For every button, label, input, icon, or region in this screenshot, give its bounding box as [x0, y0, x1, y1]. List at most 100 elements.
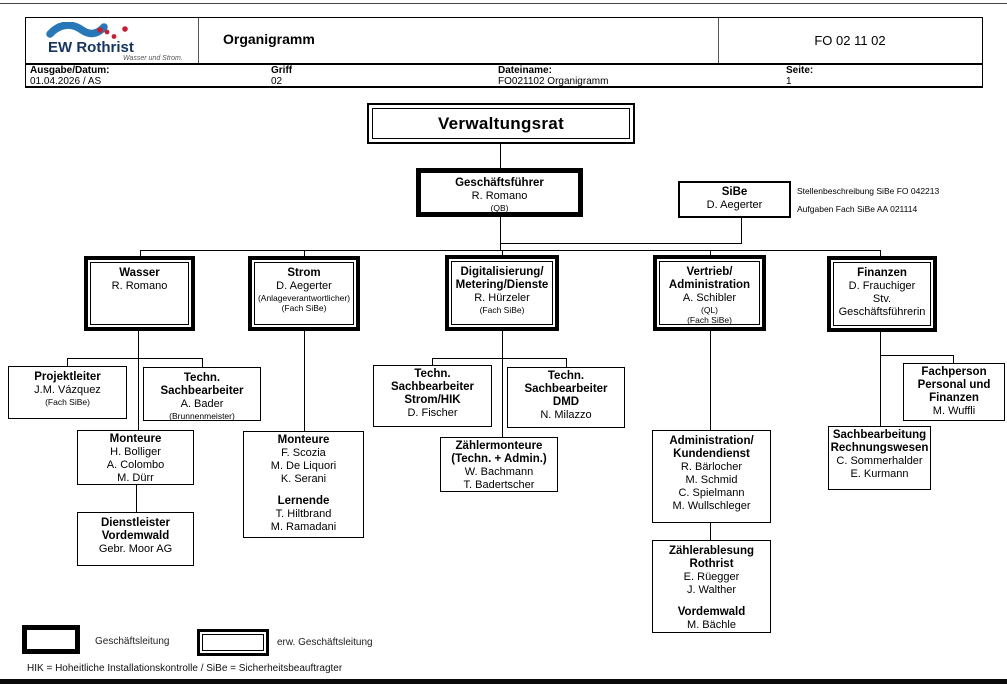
org-box-monteure-wasser: Monteure H. Bolliger A. Colombo M. Dürr: [77, 430, 194, 485]
connector-line: [710, 523, 711, 540]
box-title: Techn.: [183, 372, 221, 384]
box-name: M. Ramadani: [270, 521, 337, 533]
box-title: Techn.: [547, 370, 585, 382]
box-title: Strom/HIK: [404, 394, 461, 406]
header-cell-divider: [718, 18, 719, 63]
box-name: J.M. Vázquez: [34, 384, 101, 396]
connector-line: [432, 358, 433, 366]
box-note: (QL): [701, 305, 718, 315]
connector-line: [500, 217, 501, 250]
box-name: C. Spielmann: [678, 487, 745, 499]
box-title: Monteure: [277, 434, 330, 446]
connector-line: [136, 485, 137, 512]
box-name: A. Colombo: [106, 459, 165, 471]
box-name: F. Scozia: [281, 447, 326, 459]
connector-line: [500, 243, 742, 244]
org-box-vertrieb-administration: Vertrieb/ Administration A. Schibler (QL…: [653, 255, 766, 331]
org-box-dienstleister-vordemwald: Dienstleister Vordemwald Gebr. Moor AG: [77, 512, 194, 566]
company-logo: EW Rothrist Wasser und Strom.: [46, 22, 183, 62]
org-box-zaehlermonteure: Zählermonteure (Techn. + Admin.) W. Bach…: [440, 437, 558, 492]
box-name: R. Hürzeler: [474, 292, 530, 304]
document-number: FO 02 11 02: [814, 33, 886, 48]
connector-line: [502, 250, 503, 257]
legend-box-erw-geschaeftsleitung: [197, 629, 269, 656]
box-title: Fachperson: [921, 366, 987, 378]
box-title: Administration/: [669, 435, 754, 447]
box-name: M. Wuffli: [932, 405, 976, 417]
box-name: M. De Liquori: [270, 460, 337, 472]
box-title: Rothrist: [689, 558, 734, 570]
header-table: EW Rothrist Wasser und Strom. Organigram…: [25, 17, 983, 88]
field-value-ausgabe: 01.04.2026 / AS: [30, 76, 102, 87]
org-box-verwaltungsrat: Verwaltungsrat: [367, 103, 635, 144]
logo-name-text: EW Rothrist: [48, 39, 134, 56]
connector-line: [67, 358, 203, 359]
org-box-wasser: Wasser R. Romano: [84, 256, 195, 331]
box-title: Finanzen: [929, 392, 979, 404]
document-title: Organigramm: [223, 31, 315, 47]
box-note: (Fach SiBe): [281, 303, 327, 313]
box-name: A. Schibler: [682, 292, 737, 304]
spacer: [653, 597, 770, 606]
logo-dots-icon: [97, 26, 128, 39]
connector-line: [138, 331, 139, 430]
box-title: Vertrieb/: [686, 266, 733, 278]
box-title: Dienstleister: [100, 517, 171, 529]
box-title: Strom: [287, 267, 321, 279]
box-note: (Anlageverantwortlicher): [257, 293, 351, 303]
org-box-strom: Strom D. Aegerter (Anlageverantwortliche…: [248, 256, 360, 331]
box-note: (Brunnenmeister): [169, 411, 235, 421]
box-name: M. Schmid: [685, 474, 738, 486]
connector-line: [304, 331, 305, 431]
box-name: J. Walther: [686, 584, 737, 596]
box-name: R. Romano: [111, 280, 168, 292]
box-name: E. Kurmann: [850, 468, 909, 480]
box-title: Monteure: [109, 433, 162, 445]
logo-wave-icon: [46, 22, 108, 38]
org-box-digitalisierung: Digitalisierung/ Metering/Dienste R. Hür…: [445, 255, 559, 331]
box-title: Sachbearbeiter: [524, 383, 608, 395]
box-name: E. Rüegger: [683, 571, 740, 583]
connector-line: [140, 250, 141, 258]
box-title: Administration: [668, 279, 751, 291]
box-name: R. Romano: [471, 190, 528, 202]
logo-tagline-text: Wasser und Strom.: [123, 55, 183, 62]
box-name: M. Wullschleger: [672, 500, 751, 512]
connector-line: [741, 218, 742, 244]
org-box-administration-kundendienst: Administration/ Kundendienst R. Bärloche…: [652, 430, 771, 523]
box-title: Metering/Dienste: [455, 279, 549, 291]
box-title: Vordemwald: [101, 530, 170, 542]
box-title: Lernende: [277, 495, 330, 507]
field-label-dateiname: Dateiname:: [498, 65, 552, 76]
box-name: A. Bader: [180, 398, 224, 410]
header-cell-divider: [198, 18, 199, 63]
header-row-divider: [26, 63, 982, 65]
box-name: Gebr. Moor AG: [98, 543, 173, 555]
box-note: (QB): [490, 203, 509, 213]
field-value-dateiname: FO021102 Organigramm: [498, 76, 609, 87]
box-title: Zählerablesung: [669, 545, 754, 557]
connector-line: [880, 355, 954, 356]
field-label-griff: Griff: [271, 65, 293, 76]
box-title: Projektleiter: [34, 371, 101, 383]
box-name: D. Fischer: [407, 407, 458, 419]
connector-line: [500, 144, 501, 168]
org-box-monteure-lernende-strom: Monteure F. Scozia M. De Liquori K. Sera…: [243, 431, 364, 538]
box-name: Stv. Geschäftsführerin: [838, 293, 926, 318]
sibe-note-2: Aufgaben Fach SiBe AA 021114: [797, 204, 918, 214]
box-name: D. Frauchiger: [848, 280, 916, 292]
box-name: C. Sommerhalder: [836, 455, 923, 467]
box-title: Rechnungswesen: [830, 442, 929, 454]
field-label-seite: Seite:: [786, 65, 814, 76]
connector-line: [566, 358, 567, 368]
box-name: D. Aegerter: [276, 280, 332, 292]
box-title: Zählermonteure: [455, 440, 543, 452]
box-title: SiBe: [721, 186, 748, 198]
legend-label-geschaeftsleitung: Geschäftsleitung: [95, 636, 170, 647]
box-title: Wasser: [119, 267, 160, 279]
connector-line: [432, 358, 567, 359]
box-note: (Fach SiBe): [687, 315, 732, 325]
box-title: Verwaltungsrat: [437, 113, 565, 133]
legend-label-erw-geschaeftsleitung: erw. Geschäftsleitung: [277, 637, 373, 648]
